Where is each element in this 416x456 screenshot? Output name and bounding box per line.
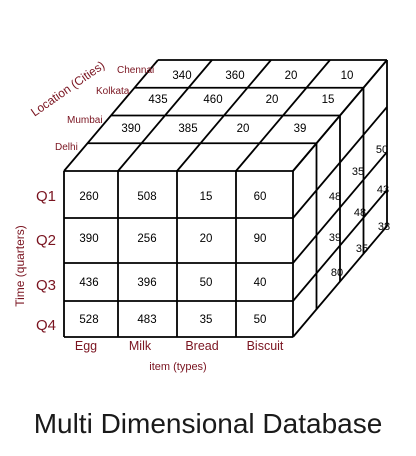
front-value: 436 [79,277,98,289]
front-value: 260 [79,191,98,203]
front-value: 15 [200,191,213,203]
multidimensional-cube: 340 360 20 10 435 460 20 15 390 385 20 3… [13,58,390,373]
side-value: 39 [329,232,341,244]
side-value: 35 [356,243,368,255]
side-value: 38 [378,221,390,233]
top-value: 20 [237,123,250,135]
city-label-mumbai: Mumbai [67,115,103,126]
item-axis-label: item (types) [149,361,206,373]
top-value: 39 [294,123,307,135]
top-value: 460 [203,94,222,106]
quarter-label-q4: Q4 [36,317,56,334]
cube-grid-lines [63,59,388,338]
item-label-egg: Egg [75,339,97,353]
front-value: 20 [200,233,213,245]
front-value: 508 [137,191,156,203]
front-value: 60 [254,191,267,203]
side-value: 50 [376,144,388,156]
quarter-label-q3: Q3 [36,277,56,294]
top-value: 15 [322,94,335,106]
item-label-bread: Bread [185,339,218,353]
side-value: 35 [352,166,364,178]
top-value: 20 [285,70,298,82]
top-value: 390 [121,123,140,135]
quarter-label-q1: Q1 [36,188,56,205]
item-label-milk: Milk [129,339,152,353]
top-value: 340 [172,70,191,82]
front-value: 483 [137,314,156,326]
top-value: 360 [225,70,244,82]
diagram-caption: Multi Dimensional Database [33,408,383,439]
city-label-chennai: Chennai [117,65,154,76]
front-value: 396 [137,277,156,289]
quarter-label-q2: Q2 [36,232,56,249]
front-value: 50 [200,277,213,289]
front-value: 90 [254,233,267,245]
side-value: 80 [331,267,343,279]
side-value: 48 [354,207,366,219]
top-value: 435 [148,94,167,106]
time-axis-label: Time (quarters) [13,225,27,307]
front-value: 390 [79,233,98,245]
side-value: 48 [329,191,341,203]
item-label-biscuit: Biscuit [247,339,284,353]
side-value: 43 [377,184,389,196]
top-value: 20 [266,94,279,106]
top-value: 10 [341,70,354,82]
front-value: 35 [200,314,213,326]
front-value: 528 [79,314,98,326]
city-label-delhi: Delhi [55,142,78,153]
front-value: 256 [137,233,156,245]
front-value: 40 [254,277,267,289]
city-label-kolkata: Kolkata [96,86,130,97]
top-value: 385 [178,123,197,135]
front-value: 50 [254,314,267,326]
